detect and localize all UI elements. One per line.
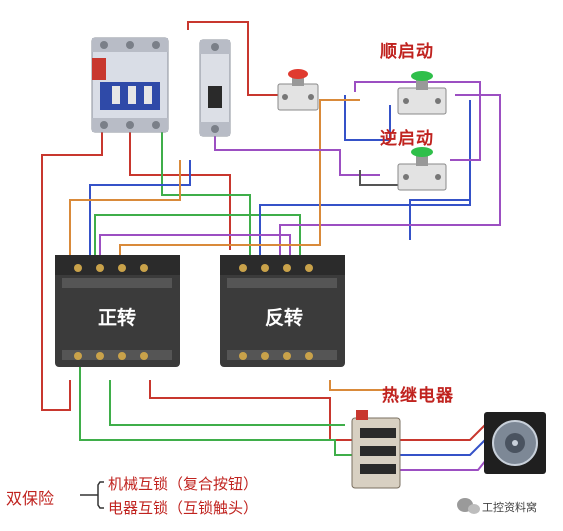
wire-red-5 [149, 380, 360, 441]
reverse-start-button [397, 147, 447, 191]
wire-purple-4 [395, 454, 491, 471]
wire-red-1 [187, 21, 249, 60]
wire-green-2 [94, 214, 301, 255]
reverse-contactor [220, 255, 345, 367]
wire-orange-1 [119, 99, 360, 255]
reverse-contactor-label: 反转 [265, 307, 304, 329]
wire-orange-2 [69, 160, 181, 255]
forward-start-label: 顺启动 [380, 42, 434, 62]
forward-contactor-label: 正转 [98, 307, 137, 329]
double-protection-label: 双保险 [6, 489, 55, 508]
wire-blue-5 [395, 439, 486, 456]
wire-purple-3 [279, 94, 501, 255]
wechat-icon [457, 498, 480, 514]
wire-blue-1 [89, 160, 191, 255]
wire-red-motor [395, 424, 486, 441]
wire-red-3 [41, 130, 103, 411]
motor-icon [484, 412, 546, 474]
wire-purple-2 [354, 81, 481, 161]
thermal-relay-label: 热继电器 [382, 386, 454, 406]
wire-green-1 [79, 255, 360, 456]
forward-start-button [397, 71, 447, 115]
wire-green-4 [161, 130, 251, 255]
notes-bracket [80, 481, 104, 509]
wire-blue-4 [259, 180, 471, 255]
mechanical-interlock-label: 机械互锁（复合按钮） [108, 475, 259, 493]
stop-button [277, 69, 319, 111]
wire-blue-3 [409, 100, 471, 240]
wire-orange-3 [329, 380, 395, 391]
electrical-interlock-label: 电器互锁（互锁触头） [108, 499, 259, 517]
main-breaker [91, 37, 169, 133]
wire-blue-2 [344, 95, 391, 141]
control-breaker [199, 39, 231, 137]
thermal-relay [351, 410, 401, 489]
wires [41, 21, 501, 471]
forward-contactor [55, 255, 180, 367]
reverse-start-label: 逆启动 [380, 129, 434, 149]
wire-breaker-out [214, 135, 380, 176]
wire-green-3 [109, 380, 345, 426]
wire-purple-1 [99, 234, 291, 260]
wire-red-2 [247, 60, 280, 96]
watermark: 工控资料窝 [482, 501, 537, 514]
